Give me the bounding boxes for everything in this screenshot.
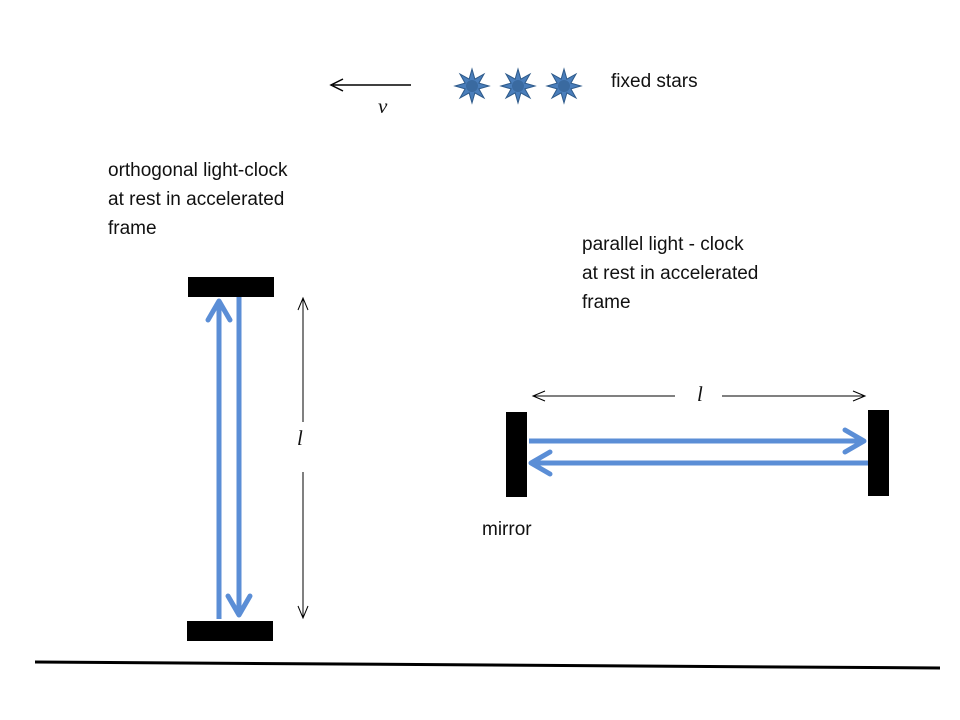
fixed-stars-label: fixed stars <box>611 71 698 92</box>
vertical-length-arrow <box>297 296 309 620</box>
star-core <box>558 80 570 92</box>
ground-line <box>34 660 941 670</box>
rightward-light-beam <box>529 427 867 455</box>
horizontal-length-arrow <box>531 390 867 402</box>
horizontal-length-label: l <box>697 382 703 406</box>
velocity-arrow <box>329 78 411 92</box>
mirror-label: mirror <box>482 519 532 540</box>
bottom-mirror <box>187 621 273 641</box>
orthogonal-clock-caption: orthogonal light-clock at rest in accele… <box>108 160 288 239</box>
vertical-length-label: l <box>297 426 303 450</box>
velocity-label: v <box>378 94 388 118</box>
left-mirror <box>506 412 527 497</box>
top-mirror <box>188 277 274 297</box>
fixed-stars-group <box>453 67 583 105</box>
star-core <box>512 80 524 92</box>
star-core <box>466 80 478 92</box>
upward-light-beam <box>205 298 233 619</box>
leftward-light-beam <box>528 449 868 477</box>
downward-light-beam <box>225 297 253 618</box>
right-mirror <box>868 410 889 496</box>
parallel-clock-caption: parallel light - clock at rest in accele… <box>582 234 759 313</box>
